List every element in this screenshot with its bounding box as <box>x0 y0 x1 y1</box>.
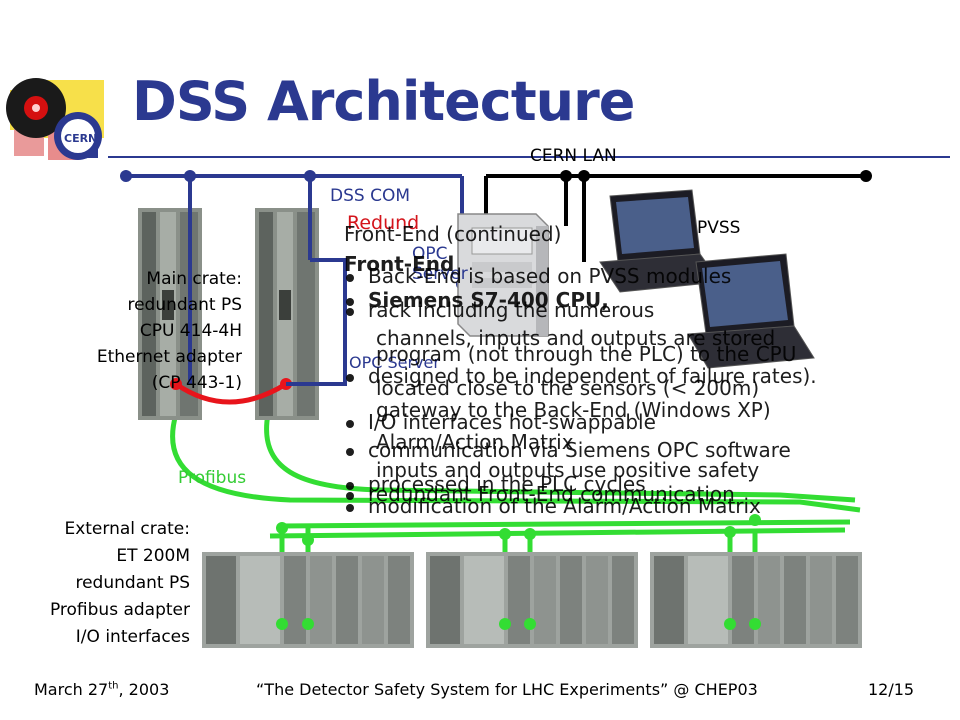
external-crate-line: Profibus adapter <box>49 600 190 620</box>
external-crate-line: I/O interfaces <box>75 627 190 647</box>
footer-date: March 27th, 2003 <box>34 680 170 699</box>
external-crate-line: redundant PS <box>75 573 190 593</box>
main-crate-line: Ethernet adapter <box>96 347 242 367</box>
slide-title: DSS Architecture <box>132 70 635 133</box>
external-crate-line: External crate: <box>64 519 190 539</box>
profibus-label: Profibus <box>178 468 247 488</box>
external-crate-3 <box>650 552 862 648</box>
opc-server-label: OPC Server <box>412 244 468 284</box>
main-crate-line: CPU 414-4H <box>139 321 242 341</box>
footer-page-number: 12/15 <box>868 680 915 699</box>
title-underline <box>108 156 950 158</box>
external-crate-1 <box>202 552 414 648</box>
pvss-laptop-2 <box>687 253 815 369</box>
main-crate-line: Main crate: <box>146 269 242 289</box>
opc-server-tower <box>457 213 549 337</box>
external-crate-line: ET 200M <box>116 546 190 566</box>
pvss-laptop-1 <box>599 189 721 293</box>
pvss-label: PVSS <box>697 218 741 238</box>
main-crate-line: redundant PS <box>127 295 242 315</box>
external-crate-description: External crate: ET 200M redundant PS Pro… <box>0 516 190 651</box>
slide-footer: March 27th, 2003 “The Detector Safety Sy… <box>0 680 960 704</box>
svg-text:CERN: CERN <box>64 132 97 145</box>
dss-com-label: DSS COM <box>330 186 410 206</box>
main-crate-left <box>138 208 202 420</box>
external-crate-2 <box>426 552 638 648</box>
cern-lan-label: CERN LAN <box>530 146 617 166</box>
footer-talk-title: “The Detector Safety System for LHC Expe… <box>256 680 758 699</box>
redundancy-link <box>174 381 288 405</box>
main-crate-description: Main crate: redundant PS CPU 414-4H Ethe… <box>58 266 242 396</box>
redundant-label: Redund <box>347 212 420 234</box>
profibus-cabling <box>170 413 861 625</box>
cern-logo: CERN <box>0 70 120 170</box>
opc-server-label-secondary: OPC Server <box>349 353 440 372</box>
main-crate-line: (CP 443-1) <box>151 373 242 393</box>
